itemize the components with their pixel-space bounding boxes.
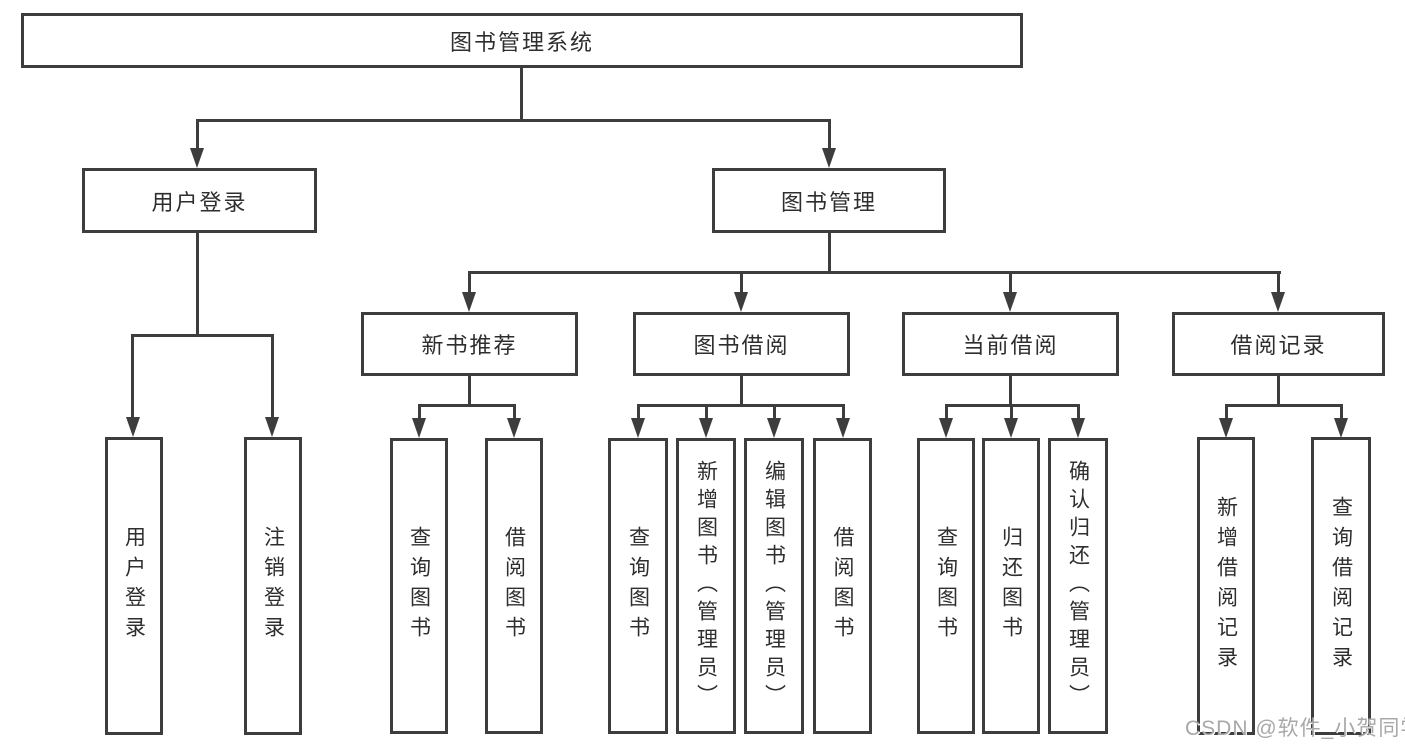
leaf-return-books: 归还图书 — [982, 438, 1040, 734]
leaf-add-borrow-record: 新增借阅记录 — [1197, 437, 1255, 735]
connector-new-book-stem — [468, 376, 471, 407]
arrowhead-leaf — [699, 418, 713, 438]
connector-current-borrow-drop — [1009, 271, 1012, 294]
leaf-query-books: 查询图书 — [608, 438, 668, 734]
connector-current-borrow-stem — [1009, 376, 1012, 407]
arrowhead-logout-leaf — [265, 417, 279, 437]
connector-borrow-records-stem — [1277, 376, 1280, 407]
connector-new-book-bus — [418, 404, 516, 407]
connector-book-borrow-stem — [740, 376, 743, 407]
connector-logout-leaf-drop — [271, 334, 274, 419]
arrowhead-leaf — [836, 418, 850, 438]
arrowhead-user-login — [190, 148, 204, 168]
leaf-borrow-books: 借阅图书 — [485, 438, 543, 734]
connector-user-login-bus — [131, 334, 274, 337]
arrowhead-borrow-records — [1271, 292, 1285, 312]
connector-new-book-drop — [468, 271, 471, 294]
node-current-borrowing: 当前借阅 — [902, 312, 1119, 376]
connector-leaf-drop — [1340, 404, 1343, 420]
arrowhead-leaf — [767, 418, 781, 438]
connector-leaf-drop — [418, 404, 421, 420]
leaf-user-login: 用户登录 — [105, 437, 163, 735]
connector-book-mgmt-drop — [828, 119, 831, 150]
connector-leaf-drop — [1077, 404, 1080, 420]
connector-leaf-drop — [637, 404, 640, 420]
node-user-login: 用户登录 — [82, 168, 317, 233]
node-book-borrowing: 图书借阅 — [633, 312, 850, 376]
connector-user-login-drop — [196, 119, 199, 150]
arrowhead-leaf — [1071, 418, 1085, 438]
leaf-query-books: 查询图书 — [390, 438, 448, 734]
connector-root-stem — [520, 68, 523, 122]
connector-leaf-drop — [705, 404, 708, 420]
arrowhead-login-leaf — [126, 417, 140, 437]
arrowhead-book-borrow — [734, 292, 748, 312]
arrowhead-leaf — [1004, 418, 1018, 438]
connector-leaf-drop — [1010, 404, 1013, 420]
connector-level2-bus — [196, 119, 831, 122]
arrowhead-leaf — [1334, 418, 1348, 438]
node-root-library-system: 图书管理系统 — [21, 13, 1023, 68]
connector-borrow-records-bus — [1225, 404, 1343, 407]
leaf-query-borrow-record: 查询借阅记录 — [1311, 437, 1371, 735]
connector-borrow-records-drop — [1277, 271, 1280, 294]
node-new-book-recommendation: 新书推荐 — [361, 312, 578, 376]
leaf-add-books-admin: 新增图书（管理员） — [676, 438, 736, 734]
arrowhead-leaf — [412, 418, 426, 438]
connector-level3-bus — [468, 271, 1281, 274]
arrowhead-leaf — [507, 418, 521, 438]
arrowhead-new-book — [462, 292, 476, 312]
connector-book-mgmt-stem — [828, 232, 831, 273]
leaf-logout: 注销登录 — [244, 437, 302, 735]
arrowhead-current-borrow — [1003, 292, 1017, 312]
connector-book-borrow-drop — [740, 271, 743, 294]
node-book-management: 图书管理 — [712, 168, 946, 233]
connector-user-login-stem — [196, 233, 199, 337]
arrowhead-leaf — [1219, 418, 1233, 438]
arrowhead-leaf — [631, 418, 645, 438]
leaf-edit-books-admin: 编辑图书（管理员） — [744, 438, 804, 734]
leaf-borrow-books: 借阅图书 — [813, 438, 872, 734]
connector-login-leaf-drop — [131, 334, 134, 419]
connector-book-borrow-bus — [637, 404, 845, 407]
leaf-query-books: 查询图书 — [917, 438, 975, 734]
arrowhead-leaf — [939, 418, 953, 438]
connector-leaf-drop — [842, 404, 845, 420]
csdn-watermark: CSDN @软件_小贺同学 — [1185, 717, 1405, 740]
connector-leaf-drop — [1225, 404, 1228, 420]
leaf-confirm-return-admin: 确认归还（管理员） — [1048, 438, 1108, 734]
arrowhead-book-mgmt — [822, 148, 836, 168]
connector-leaf-drop — [773, 404, 776, 420]
connector-leaf-drop — [513, 404, 516, 420]
connector-leaf-drop — [945, 404, 948, 420]
node-borrowing-records: 借阅记录 — [1172, 312, 1385, 376]
